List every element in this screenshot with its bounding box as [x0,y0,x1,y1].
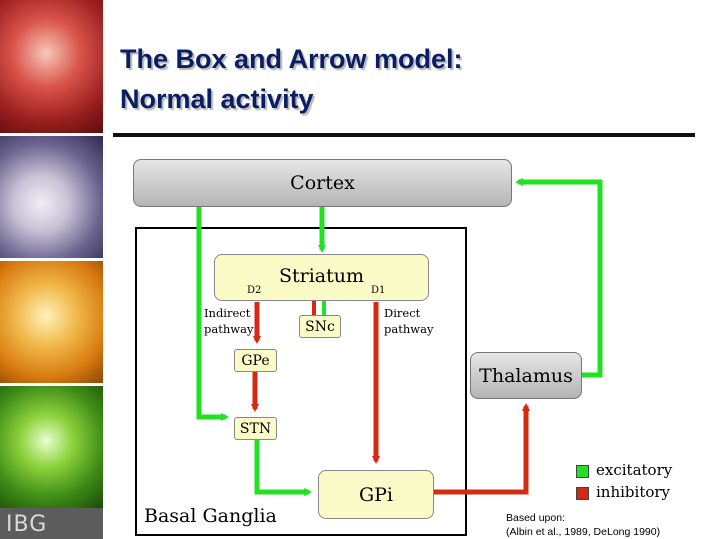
brain-image [0,136,103,258]
gpi-label: GPi [358,483,394,506]
inhibitory-swatch [576,487,589,500]
indirect-pathway-label-2: pathway [204,322,254,336]
excitatory-swatch [576,465,589,478]
gpi-box: GPi [318,470,434,519]
striatum-label: Striatum [278,265,365,287]
snc-label: SNc [305,318,335,335]
slide-title-line2: Normal activity [120,84,314,114]
inhibitory-label: inhibitory [596,483,671,501]
basal-ganglia-frame [135,227,467,536]
sidebar-image-strip: IBG [0,0,103,539]
cortex-to-stn-arrow [196,207,229,421]
stn-to-gpi-arrow [254,440,312,496]
stn-box: STN [234,417,277,440]
cortex-label: Cortex [290,172,355,194]
slide-title-line1: The Box and Arrow model: [120,44,463,74]
striatum-box: Striatum [214,254,429,301]
snc-box: SNc [299,315,341,338]
source-note-line1: Based upon: [506,512,565,524]
d2-label: D2 [247,285,262,296]
direct-pathway-label-1: Direct [384,306,421,320]
d1-label: D1 [371,285,386,296]
source-note-line2: (Albin et al., 1989, DeLong 1990) [506,526,661,538]
indirect-pathway-label-1: Indirect [204,306,251,320]
gpi-to-thalamus-arrow [434,403,530,495]
logo-bar [0,508,103,539]
cortex-box: Cortex [133,159,512,207]
gpe-label: GPe [241,352,270,369]
excitatory-label: excitatory [596,461,673,479]
neuron-image [0,386,103,508]
gpe-box: GPe [234,349,277,372]
basal-ganglia-label: Basal Ganglia [144,505,277,527]
thalamus-label: Thalamus [479,364,573,387]
circuit-chip-image [0,261,103,383]
title-divider [113,133,695,137]
ibg-logo: IBG [6,512,48,537]
human-figure-image [0,0,103,133]
thalamus-box: Thalamus [470,352,582,399]
stn-label: STN [239,420,272,437]
thalamus-to-cortex-arrow [515,178,603,378]
direct-pathway-label-2: pathway [384,322,434,336]
